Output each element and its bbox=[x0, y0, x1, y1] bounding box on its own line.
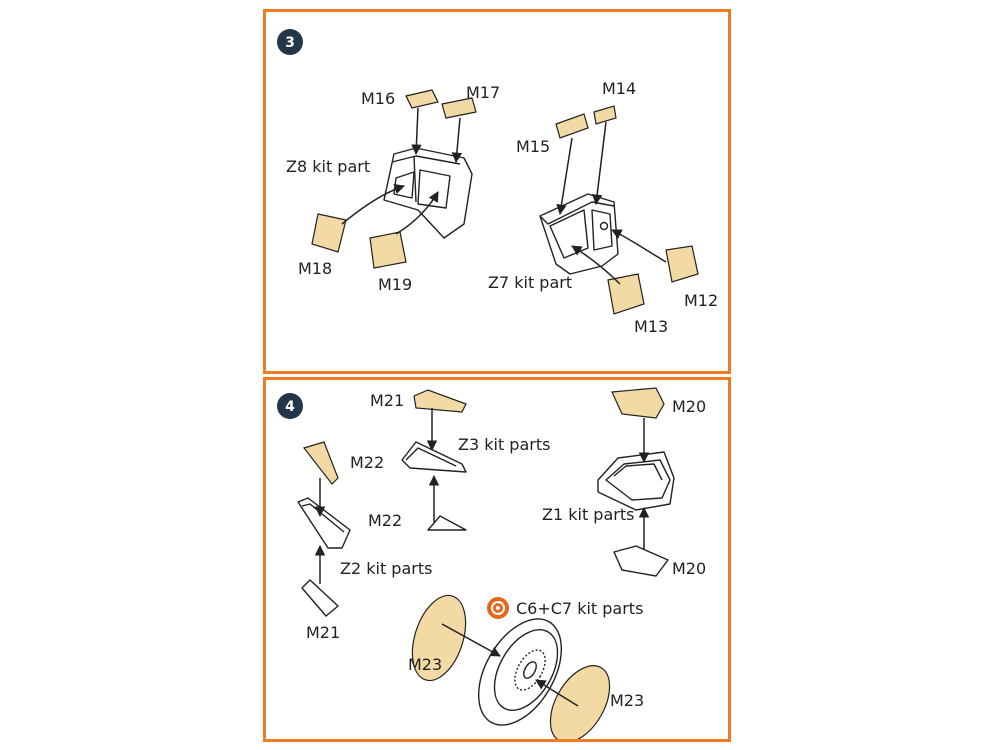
arrow-m14 bbox=[591, 121, 607, 206]
label-m13: M13 bbox=[634, 317, 668, 336]
part-m23-left bbox=[411, 594, 467, 682]
part-m22-left bbox=[302, 441, 339, 485]
step-4-panel: 4 M21 Z3 kit parts M22 M22 Z2 kit parts … bbox=[263, 377, 731, 742]
part-m18 bbox=[311, 213, 347, 253]
c6c7-wheel bbox=[477, 618, 563, 726]
label-z2: Z2 kit parts bbox=[340, 559, 432, 578]
label-c6c7: C6+C7 kit parts bbox=[516, 599, 643, 618]
label-m21-bottom: M21 bbox=[306, 623, 340, 642]
step-3-diagram: 3 M16 M17 Z8 kit part M18 M19 bbox=[277, 29, 718, 336]
label-m14: M14 bbox=[602, 79, 636, 98]
part-m20-top bbox=[611, 387, 665, 419]
label-m20-bottom: M20 bbox=[672, 559, 706, 578]
label-m22-mid: M22 bbox=[368, 511, 402, 530]
arrow-m16 bbox=[411, 107, 422, 156]
part-m22-mid-outline bbox=[427, 515, 467, 531]
arrow-m23-left bbox=[441, 623, 501, 657]
arrow-m19 bbox=[395, 191, 439, 235]
label-m22-left: M22 bbox=[350, 453, 384, 472]
part-m14 bbox=[593, 105, 617, 125]
label-m21-top: M21 bbox=[370, 391, 404, 410]
label-m23-left: M23 bbox=[408, 655, 442, 674]
arrow-m12 bbox=[611, 229, 667, 263]
reference-icon bbox=[487, 597, 509, 619]
label-z7: Z7 kit part bbox=[488, 273, 572, 292]
part-m21-top bbox=[413, 389, 467, 413]
label-z8: Z8 kit part bbox=[286, 157, 370, 176]
arrow-m23-right bbox=[535, 679, 579, 707]
arrow-m18 bbox=[341, 184, 405, 225]
label-z3: Z3 kit parts bbox=[458, 435, 550, 454]
label-z1: Z1 kit parts bbox=[542, 505, 634, 524]
part-m23-right bbox=[549, 665, 611, 739]
step-badge: 3 bbox=[277, 29, 303, 55]
part-m20-bottom-outline bbox=[613, 545, 669, 577]
label-m20-top: M20 bbox=[672, 397, 706, 416]
part-m13 bbox=[607, 273, 645, 315]
arrow-m17 bbox=[451, 117, 463, 164]
label-m19: M19 bbox=[378, 275, 412, 294]
label-m17: M17 bbox=[466, 83, 500, 102]
label-m23-right: M23 bbox=[610, 691, 644, 710]
part-m17 bbox=[441, 97, 477, 119]
label-m16: M16 bbox=[361, 89, 395, 108]
part-m21-bottom-outline bbox=[301, 579, 339, 617]
part-m16 bbox=[405, 89, 439, 109]
step-badge: 4 bbox=[277, 393, 303, 419]
step-number: 3 bbox=[285, 35, 295, 51]
part-m12 bbox=[665, 245, 699, 283]
part-m15 bbox=[555, 113, 589, 139]
part-m19 bbox=[369, 231, 407, 269]
arrow-m13 bbox=[571, 245, 621, 285]
label-m18: M18 bbox=[298, 259, 332, 278]
step-3-panel: 3 M16 M17 Z8 kit part M18 M19 bbox=[263, 9, 731, 374]
arrow-m15 bbox=[556, 137, 573, 216]
z8-kit-part bbox=[383, 147, 473, 239]
label-m12: M12 bbox=[684, 291, 718, 310]
step-number: 4 bbox=[285, 399, 295, 415]
z7-kit-part bbox=[539, 193, 619, 275]
label-m15: M15 bbox=[516, 137, 550, 156]
z1-kit-parts bbox=[597, 451, 675, 511]
step-4-diagram: 4 M21 Z3 kit parts M22 M22 Z2 kit parts … bbox=[277, 387, 706, 739]
